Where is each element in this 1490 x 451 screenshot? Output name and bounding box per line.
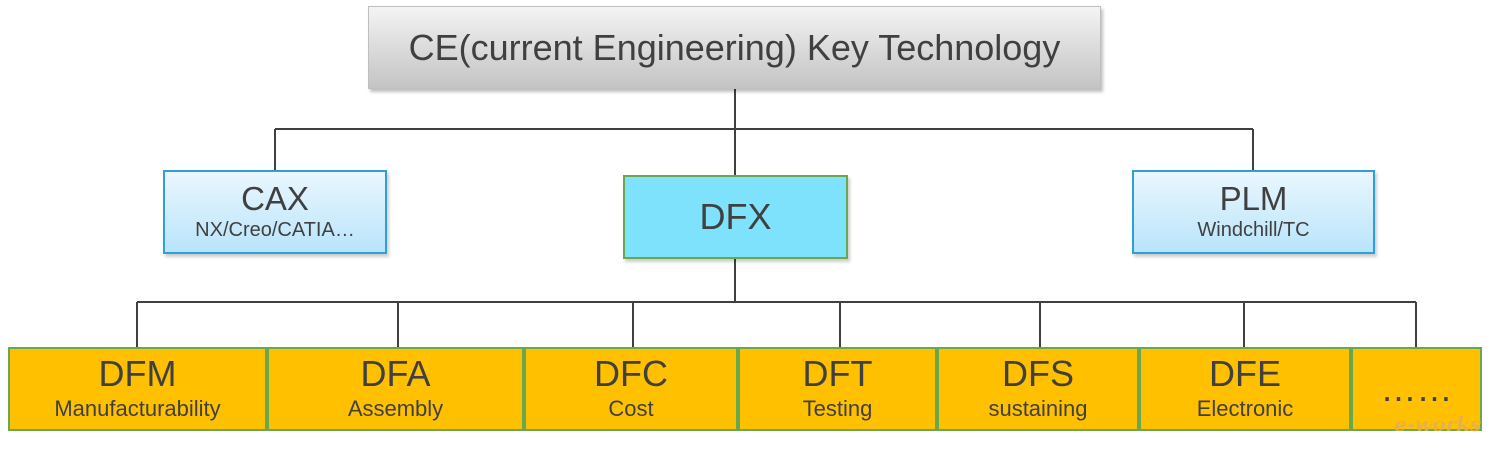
node-dfx: DFX — [623, 175, 848, 259]
watermark-logo: e-works — [1394, 412, 1482, 436]
node-dfc: DFC Cost — [524, 347, 738, 431]
node-dfm: DFM Manufacturability — [8, 347, 267, 431]
root-node-ce-key-technology: CE(current Engineering) Key Technology — [368, 6, 1101, 89]
node-dfa: DFA Assembly — [267, 347, 524, 431]
node-dfm-subtitle: Manufacturability — [54, 396, 221, 421]
node-dfs: DFS sustaining — [937, 347, 1139, 431]
node-cax: CAX NX/Creo/CATIA… — [163, 170, 387, 254]
node-dfs-subtitle: sustaining — [988, 396, 1088, 421]
root-node-title: CE(current Engineering) Key Technology — [408, 27, 1061, 68]
node-dfc-subtitle: Cost — [608, 396, 654, 421]
node-dfa-title: DFA — [360, 353, 431, 394]
node-cax-title: CAX — [241, 180, 309, 217]
node-dfx-title: DFX — [699, 196, 772, 237]
node-dft-subtitle: Testing — [802, 396, 873, 421]
node-plm-title: PLM — [1219, 180, 1288, 217]
node-more-title: …… — [1380, 368, 1453, 409]
node-cax-subtitle: NX/Creo/CATIA… — [195, 219, 355, 241]
node-dft: DFT Testing — [738, 347, 937, 431]
node-plm-subtitle: Windchill/TC — [1197, 219, 1310, 241]
node-dfe-title: DFE — [1209, 353, 1281, 394]
node-dfc-title: DFC — [594, 353, 668, 394]
node-dfs-title: DFS — [1002, 353, 1074, 394]
node-more: …… — [1351, 347, 1482, 431]
node-plm: PLM Windchill/TC — [1132, 170, 1375, 254]
node-dfa-subtitle: Assembly — [347, 396, 444, 421]
node-dfe-subtitle: Electronic — [1196, 396, 1294, 421]
node-dfm-title: DFM — [98, 353, 177, 394]
node-dft-title: DFT — [802, 353, 873, 394]
node-dfe: DFE Electronic — [1139, 347, 1351, 431]
